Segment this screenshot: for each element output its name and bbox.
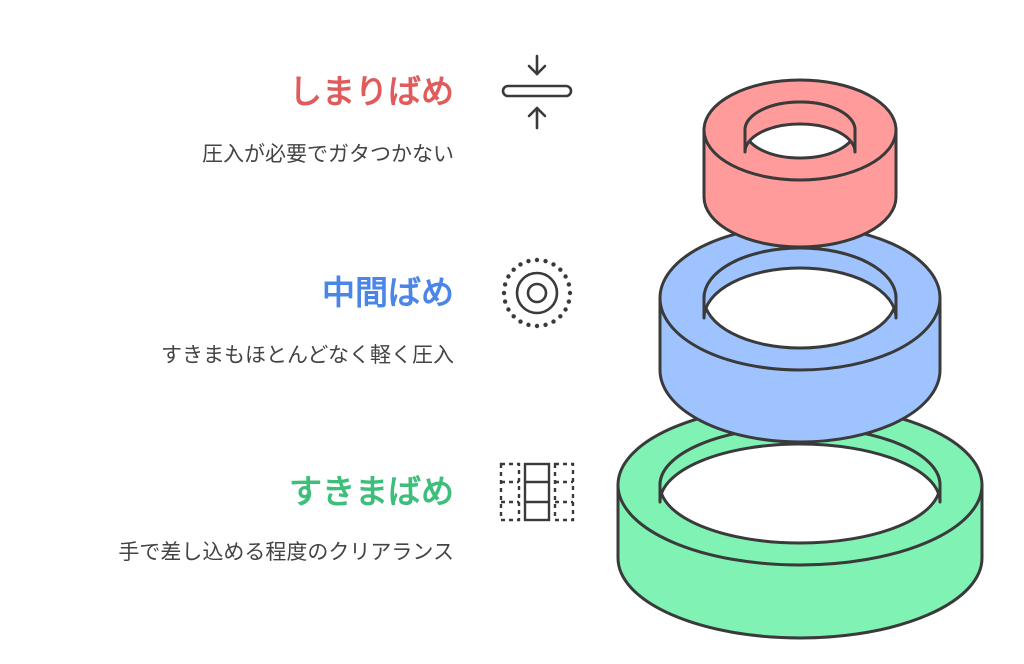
grid-clearance-icon xyxy=(499,462,575,522)
dot xyxy=(518,262,523,267)
dot xyxy=(534,257,540,263)
tight-fit-description: 圧入が必要でガタつかない xyxy=(202,142,454,166)
dot xyxy=(551,262,556,267)
clearance-fit-title: すきまばめ xyxy=(289,472,454,511)
tight-fit-title: しまりばめ xyxy=(289,72,454,111)
dot xyxy=(501,290,507,296)
dot xyxy=(511,267,516,272)
dot xyxy=(502,282,508,287)
dot xyxy=(502,299,508,304)
dot xyxy=(563,307,568,312)
dot xyxy=(567,290,573,296)
dot xyxy=(506,307,511,312)
clearance-fit-description: 手で差し込める程度のクリアランス xyxy=(118,540,454,564)
dot xyxy=(543,322,548,328)
compress-arrows-icon xyxy=(501,54,573,130)
dot xyxy=(551,319,556,324)
dot xyxy=(526,258,531,264)
dot xyxy=(563,274,568,279)
large-green-ring xyxy=(616,403,984,640)
dot xyxy=(526,322,531,328)
transition-fit-title: 中間ばめ xyxy=(322,273,454,312)
medium-blue-ring xyxy=(658,224,942,444)
small-red-ring xyxy=(702,78,898,249)
dot xyxy=(566,282,572,287)
dot xyxy=(511,314,516,319)
dot xyxy=(558,314,563,319)
transition-fit-description: すきまもほとんどなく軽く圧入 xyxy=(161,343,454,367)
dot xyxy=(566,299,572,304)
concentric-circles-icon xyxy=(501,257,573,329)
dot xyxy=(534,323,540,329)
dot xyxy=(558,267,563,272)
dot xyxy=(543,258,548,264)
dot xyxy=(518,319,523,324)
dot xyxy=(506,274,511,279)
ring-stack-illustration xyxy=(616,78,984,640)
